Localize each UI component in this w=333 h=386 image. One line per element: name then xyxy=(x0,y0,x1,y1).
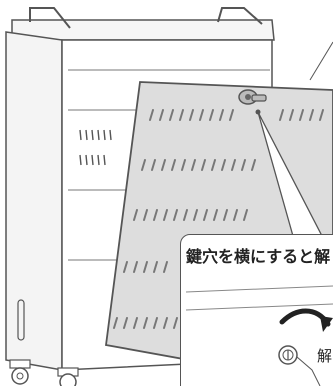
rotate-arrow-icon xyxy=(279,308,333,332)
callout-title: 鍵穴を横にすると解 xyxy=(186,247,331,266)
callout-label: 解 xyxy=(317,347,333,365)
callout-divider xyxy=(185,303,333,311)
lock-icon xyxy=(278,345,298,365)
callout-leader xyxy=(296,356,321,386)
handle-right xyxy=(217,7,263,25)
keyhole-marker xyxy=(255,109,261,115)
inner-vents xyxy=(79,129,112,166)
door-vents xyxy=(113,109,324,329)
keyhole-icon xyxy=(238,89,267,105)
caster-left xyxy=(9,359,31,385)
leader-line xyxy=(309,41,333,81)
caster-front xyxy=(57,367,79,386)
handle-left xyxy=(29,7,71,29)
callout-divider xyxy=(185,285,333,293)
side-slot xyxy=(17,299,25,341)
